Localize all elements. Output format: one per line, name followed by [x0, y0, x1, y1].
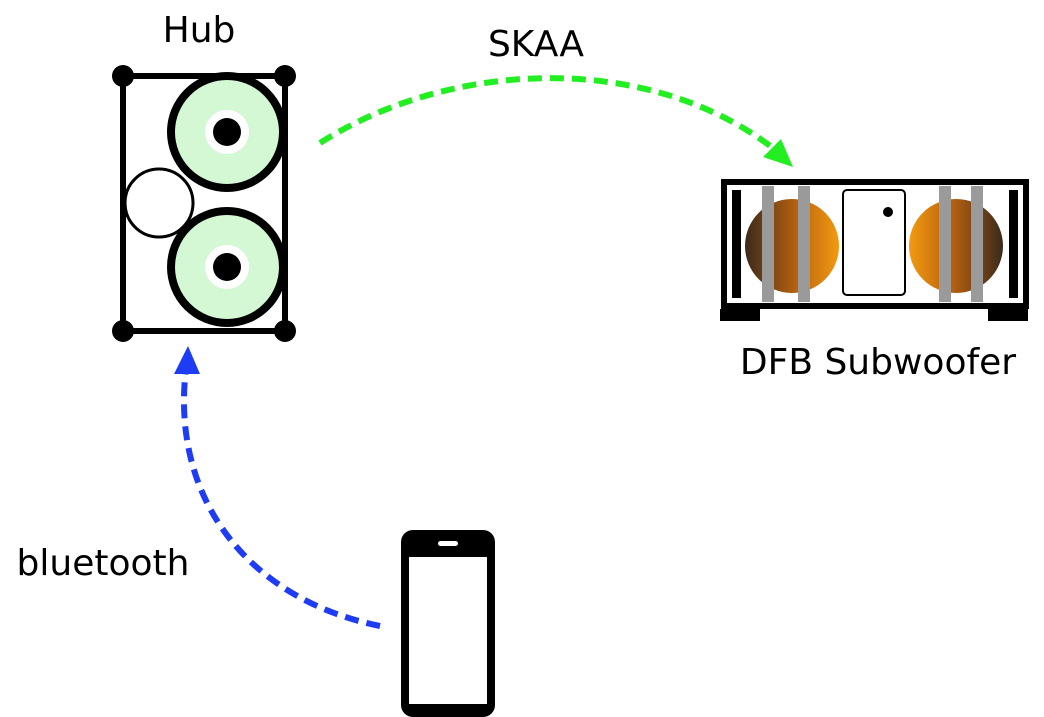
bluetooth-label: bluetooth	[17, 543, 190, 584]
subwoofer-label: DFB Subwoofer	[740, 342, 1016, 383]
bluetooth-link-arrow	[174, 346, 381, 629]
subwoofer-icon	[720, 179, 1029, 321]
smartphone-icon	[401, 530, 495, 717]
speaker-hub-icon	[112, 65, 296, 342]
skaa-link-arrow	[318, 75, 793, 167]
skaa-label: SKAA	[488, 24, 584, 65]
hub-label: Hub	[163, 10, 236, 51]
